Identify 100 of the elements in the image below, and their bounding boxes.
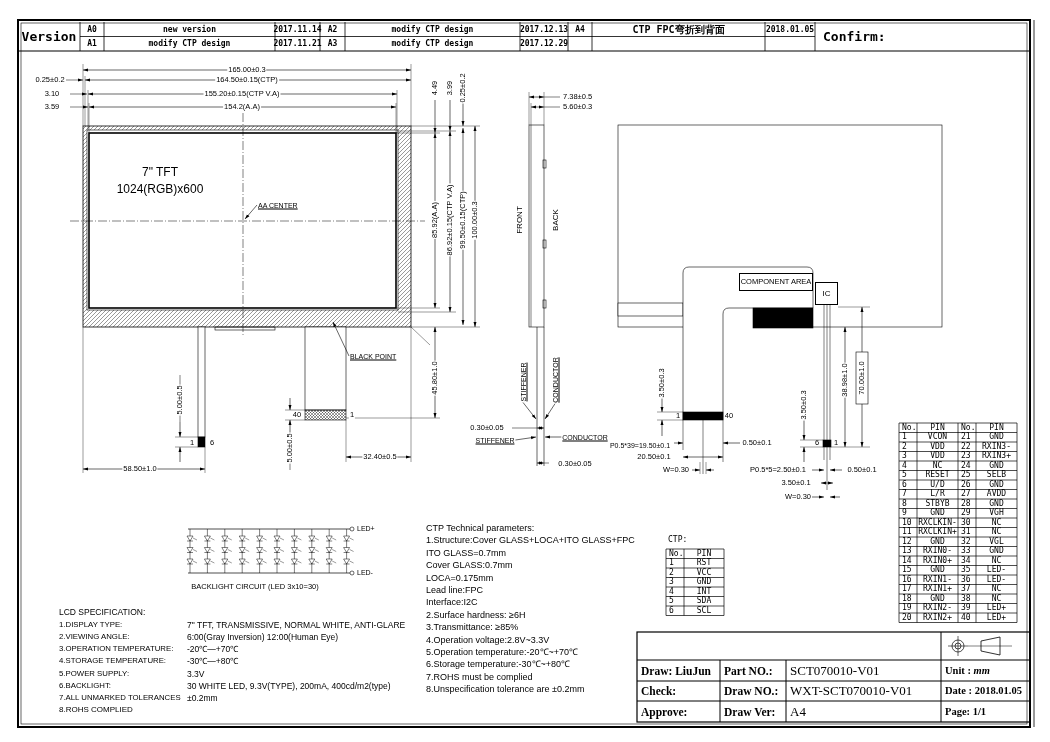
pin-entry: VCON (926, 433, 949, 442)
title-block-text: Draw: LiuJun (640, 664, 712, 677)
pin-entry: LED+ (985, 613, 1008, 623)
pin-entry: 36 (960, 575, 972, 584)
spec-text: 5.Operation temperature:-20℃~+70℃ (425, 648, 580, 658)
title-block-text: SCT070010-V01 (789, 663, 881, 678)
pin-entry: L/R (929, 490, 946, 499)
pin-entry: VCC (695, 568, 713, 577)
pin-entry: 4 (668, 587, 675, 596)
revision-entry: 2017.11.14 (272, 25, 323, 34)
revision-entry: A4 (574, 25, 586, 34)
pin-entry: RESET (924, 471, 951, 480)
pin-entry: 12 (901, 537, 913, 546)
revision-entry: A2 (326, 25, 339, 34)
pin-entry: PIN (929, 423, 946, 432)
pin-entry: 38 (960, 594, 972, 603)
spec-text: CTP Technical parameters: (425, 524, 536, 534)
pin-entry: 5 (901, 471, 908, 480)
pin-entry: 1 (668, 559, 675, 568)
pin-entry: No. (901, 423, 918, 432)
pin-entry: 1 (901, 433, 908, 442)
pin-entry: RXIN2- (922, 604, 953, 613)
revision-entry: modify CTP design (390, 25, 475, 34)
pin-entry: 22 (960, 442, 972, 451)
title-block-text: WXT-SCT070010-V01 (789, 684, 914, 698)
pin-entry: 39 (960, 604, 972, 613)
spec-text: 6:00(Gray Inversion) 12:00(Human Eye) (186, 632, 340, 642)
pin-entry: RST (695, 559, 713, 568)
revision-entry: CTP FPC弯折到背面 (631, 24, 726, 35)
pin-entry: 13 (901, 547, 913, 556)
display-text: 7" TFT (141, 165, 179, 179)
revision-entry: 2017.12.29 (518, 39, 570, 48)
pin-entry: GND (695, 578, 713, 587)
ic-box: IC (815, 282, 838, 305)
pin-entry: 23 (960, 452, 972, 461)
spec-text: Cover GLASS:0.7mm (425, 561, 514, 571)
pin-entry: 28 (960, 499, 972, 508)
table-heading: CTP: (667, 535, 689, 545)
title-block-text: Unit : mm (944, 665, 991, 676)
revision-entry: 2017.12.13 (518, 25, 570, 34)
pin-entry: RXIN3- (981, 442, 1012, 451)
pin-entry: RXIN1- (922, 575, 953, 584)
pin-entry: 18 (901, 594, 913, 603)
pin-entry: VDD (929, 452, 946, 461)
pin-entry: 8 (901, 499, 908, 508)
pin-entry: PIN (695, 549, 713, 558)
title-block-text: Check: (640, 684, 678, 698)
pin-entry: NC (990, 556, 1003, 565)
pin-entry: 6 (901, 480, 908, 489)
pin-entry: 31 (960, 528, 972, 537)
pin-entry: AVDD (985, 490, 1008, 499)
pin-entry: 10 (901, 518, 913, 527)
spec-text: -30℃—+80℃ (186, 656, 240, 666)
pin-entry: 2 (901, 442, 908, 451)
spec-text: LCD SPECIFICATION: (58, 607, 147, 617)
pin-entry: 26 (960, 480, 972, 489)
pin-entry: NC (990, 518, 1003, 527)
title-block-text: Draw NO.: (723, 684, 780, 698)
pin-entry: NC (990, 594, 1003, 603)
spec-text: 6.Storage temperature:-30℃~+80℃ (425, 660, 572, 671)
pin-entry: SELB (985, 471, 1008, 480)
pin-entry: RXCLKIN+ (917, 528, 958, 537)
pin-entry: LED+ (985, 604, 1008, 613)
pin-entry: 15 (901, 566, 913, 575)
title-block-text: Page: 1/1 (944, 706, 988, 717)
spec-text: 3.3V (186, 669, 206, 678)
pin-entry: No. (668, 549, 685, 558)
spec-text: ±0.2mm (186, 693, 219, 703)
pin-entry: 35 (960, 566, 972, 575)
flex-cable-tail (536, 326, 545, 467)
pin-entry: 9 (901, 509, 908, 518)
revision-entry: 2018.01.05 (764, 25, 816, 34)
spec-text: 7.ROHS must be complied (425, 673, 534, 683)
spec-text: 3.Transmittance: ≥85% (425, 623, 520, 633)
revision-entry: modify CTP design (147, 39, 232, 48)
revision-entry: A0 (86, 25, 98, 34)
spec-text: LOCA=0.175mm (425, 573, 495, 584)
pin-entry: NC (990, 585, 1003, 594)
spec-text: 8.Unspecification tolerance are ±0.2mm (425, 685, 586, 695)
pin-entry: RXIN0+ (922, 556, 953, 565)
pin-entry: 7 (901, 490, 908, 499)
pin-entry: 6 (668, 606, 675, 616)
table-heading: Version (20, 29, 78, 44)
spec-text: 7" TFT, TRANSMISSIVE, NORMAL WHITE, ANTI-GLARE (186, 620, 407, 629)
pin-entry: 16 (901, 575, 913, 584)
title-block-text: A4 (789, 704, 807, 719)
pin-entry: 20 (901, 613, 913, 623)
pin-entry: 40 (960, 613, 972, 623)
view-label: BACK (551, 208, 561, 232)
pin-entry: VDD (929, 442, 946, 451)
title-block-text: Draw Ver: (723, 705, 777, 718)
pin-entry: 4 (901, 461, 908, 470)
pin-entry: 2 (668, 568, 675, 577)
pin-entry: INT (695, 587, 713, 596)
pin-entry: GND (988, 499, 1005, 508)
pin-entry: GND (929, 509, 946, 518)
pin-entry: U/D (929, 480, 946, 489)
pin-entry: LED- (985, 566, 1008, 575)
pin-entry: RXCLKIN- (917, 518, 958, 527)
pin-entry: 33 (960, 547, 972, 556)
